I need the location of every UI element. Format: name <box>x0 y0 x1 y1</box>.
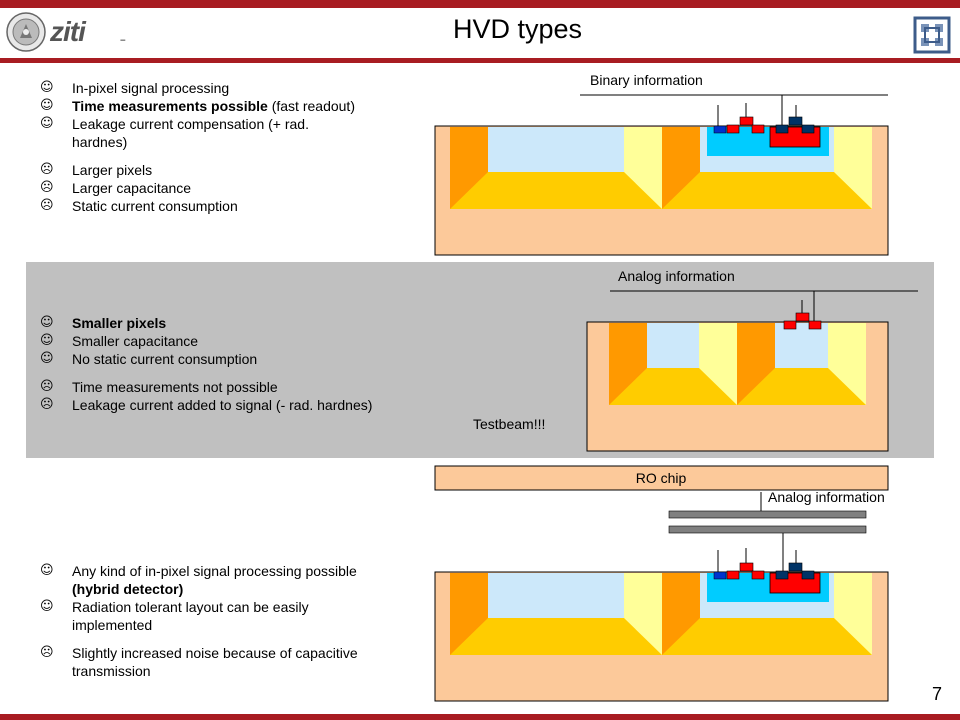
list-item: ☹Leakage current added to signal (- rad.… <box>40 397 373 413</box>
frown-icon: ☹ <box>40 645 54 660</box>
smiley-icon: ☺ <box>40 599 54 614</box>
transistor-navy-3b <box>788 562 803 572</box>
university-seal-icon <box>6 12 46 52</box>
institute-logo-icon <box>913 16 951 54</box>
pwell-c <box>647 323 699 368</box>
transistor-blue-1 <box>713 125 727 134</box>
smiley-icon: ☺ <box>40 98 54 113</box>
depletion-f <box>662 618 872 655</box>
smiley-icon: ☺ <box>40 333 54 348</box>
depletion-b <box>662 172 872 209</box>
transistor-red-3a <box>726 570 740 580</box>
transistor-red-3b <box>739 562 754 572</box>
transistor-navy-3a <box>775 570 789 580</box>
depletion-e <box>450 618 662 655</box>
transistor-red-2b <box>795 312 810 322</box>
smiley-icon: ☺ <box>40 351 54 366</box>
transistor-red-2a <box>783 320 797 330</box>
pwell-a <box>488 127 624 172</box>
frown-icon: ☹ <box>40 162 54 177</box>
list-item: ☺Smaller pixels <box>40 315 167 331</box>
glue-layer-top <box>668 510 867 519</box>
analog-info-label-2: Analog information <box>618 268 735 284</box>
frown-icon: ☹ <box>40 397 54 412</box>
list-item: ☺Leakage current compensation (+ rad. ha… <box>40 116 309 150</box>
analog-info-label-3: Analog information <box>768 489 885 505</box>
ziti-logo-dots: ▪▪▪▪ <box>120 38 125 44</box>
section-1-list: ☺In-pixel signal processing ☺Time measur… <box>32 79 362 215</box>
ziti-logo: ziti ▪▪▪▪ <box>50 16 125 48</box>
transistor-red-2c <box>808 320 822 330</box>
top-accent-bar <box>0 0 960 8</box>
depletion-c <box>609 368 737 405</box>
title-rule <box>0 58 960 63</box>
list-item: ☺In-pixel signal processing <box>40 80 230 96</box>
transistor-blue-3 <box>713 571 727 580</box>
section-2-list: ☺Smaller pixels ☺Smaller capacitance ☺No… <box>32 314 432 414</box>
slide-title: HVD types <box>452 14 583 44</box>
pwell-e <box>488 573 624 618</box>
list-item: ☺Smaller capacitance <box>40 333 199 349</box>
frown-icon: ☹ <box>40 180 54 195</box>
smiley-icon: ☺ <box>40 80 54 95</box>
list-item: ☺Any kind of in-pixel signal processing … <box>40 563 357 597</box>
depletion-a <box>450 172 662 209</box>
transistor-navy-1c <box>801 124 815 134</box>
list-item: ☹Larger pixels <box>40 162 153 178</box>
section-3-list: ☺Any kind of in-pixel signal processing … <box>32 562 362 680</box>
ro-chip-label: RO chip <box>636 470 687 486</box>
frown-icon: ☹ <box>40 198 54 213</box>
pwell-d <box>775 323 828 368</box>
list-item: ☺No static current consumption <box>40 351 258 367</box>
list-item: ☺Radiation tolerant layout can be easily… <box>40 599 309 633</box>
transistor-red-3c <box>751 570 765 580</box>
smiley-icon: ☺ <box>40 563 54 578</box>
smiley-icon: ☺ <box>40 116 54 131</box>
ro-chip <box>434 465 889 491</box>
list-item: ☹Slightly increased noise because of cap… <box>40 645 358 679</box>
binary-info-label: Binary information <box>590 72 703 88</box>
page-number: 7 <box>932 684 943 704</box>
list-item: ☹Larger capacitance <box>40 180 192 196</box>
list-item: ☺Time measurements possible (fast readou… <box>40 98 355 114</box>
frown-icon: ☹ <box>40 379 54 394</box>
transistor-navy-3c <box>801 570 815 580</box>
smiley-icon: ☺ <box>40 315 54 330</box>
list-item: ☹Static current consumption <box>40 198 238 214</box>
list-item: ☹Time measurements not possible <box>40 379 278 395</box>
depletion-d <box>737 368 866 405</box>
testbeam-note: Testbeam!!! <box>473 416 546 432</box>
ziti-wordmark: ziti <box>50 16 86 47</box>
transistor-red-1a <box>726 124 740 134</box>
bottom-accent-bar <box>0 714 960 720</box>
transistor-red-1c <box>751 124 765 134</box>
glue-layer-bottom <box>668 525 867 534</box>
